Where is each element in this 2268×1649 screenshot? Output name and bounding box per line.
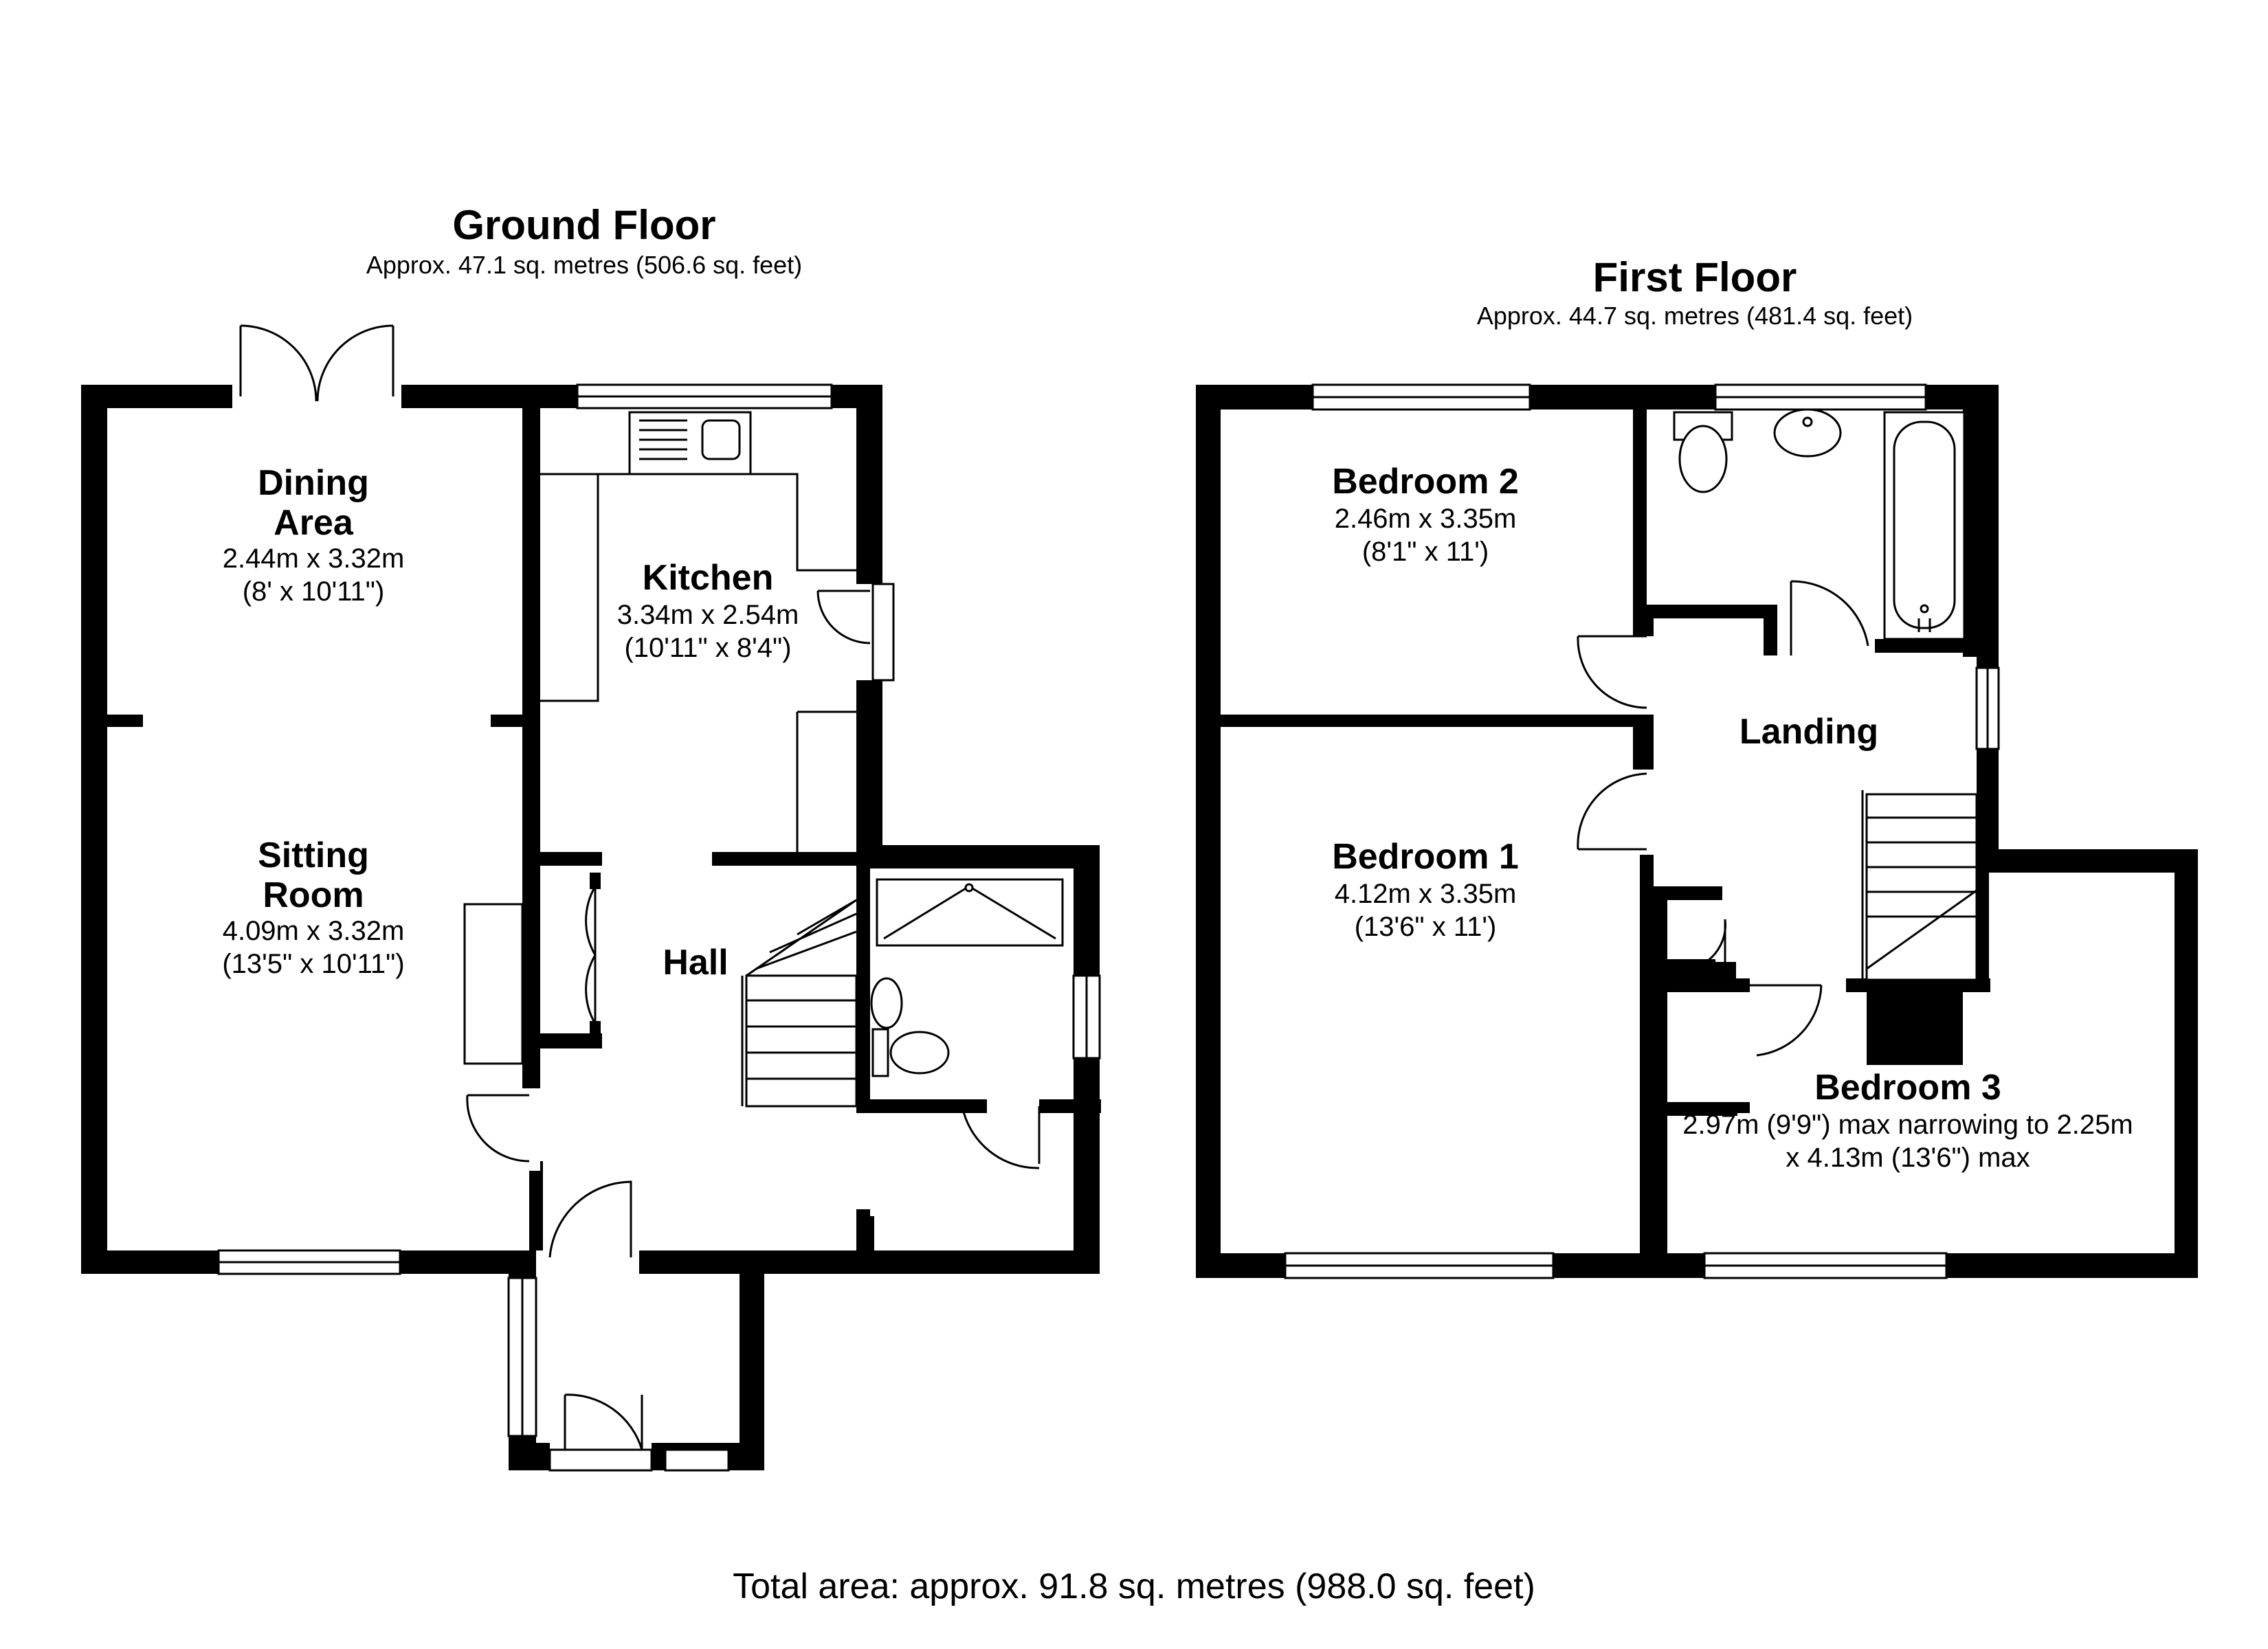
dining-area-dim-imperial: (8' x 10'11") bbox=[243, 576, 385, 607]
landing-bedroom3-partition bbox=[1654, 965, 1736, 1253]
ground-floor-title: Ground Floor bbox=[452, 202, 715, 248]
bedroom3-label: Bedroom 3 bbox=[1814, 1068, 2001, 1108]
bedroom1-dim-metric: 4.12m x 3.35m bbox=[1335, 879, 1517, 909]
first-floor-stairs bbox=[1861, 790, 1978, 1065]
ground-floor-plan: Ground Floor Approx. 47.1 sq. metres (50… bbox=[81, 202, 1101, 1472]
wc-basin bbox=[870, 977, 903, 1029]
kitchen-door bbox=[871, 583, 895, 682]
bedroom2-label: Bedroom 2 bbox=[1332, 462, 1519, 502]
kitchen-label: Kitchen bbox=[643, 558, 774, 598]
bedroom3-dim-line1: 2.97m (9'9") max narrowing to 2.25m bbox=[1682, 1110, 2133, 1140]
kitchen-dim-imperial: (10'11" x 8'4") bbox=[624, 633, 791, 663]
first-floor-area: Approx. 44.7 sq. metres (481.4 sq. feet) bbox=[1477, 302, 1913, 330]
porch-door bbox=[548, 1448, 653, 1472]
landing-lower-walls bbox=[1654, 886, 1990, 992]
kitchen-units bbox=[540, 411, 895, 859]
stairwell-void bbox=[1867, 989, 1963, 1065]
sitting-room-label-2: Room bbox=[263, 875, 364, 915]
dining-area-label-1: Dining bbox=[258, 463, 369, 503]
fireplace bbox=[463, 903, 524, 1065]
bedroom3-dim-line2: x 4.13m (13'6") max bbox=[1786, 1143, 2030, 1173]
front-door bbox=[537, 1180, 653, 1472]
wc-toilet bbox=[889, 1031, 950, 1075]
first-floor-title: First Floor bbox=[1593, 254, 1797, 300]
ground-floor-area: Approx. 47.1 sq. metres (506.6 sq. feet) bbox=[366, 251, 802, 279]
ground-stairs bbox=[741, 899, 858, 1108]
bathroom-fixtures bbox=[1673, 408, 1966, 640]
sitting-room-dim-imperial: (13'5" x 10'11") bbox=[222, 949, 404, 979]
bedroom1-label: Bedroom 1 bbox=[1332, 837, 1519, 877]
dining-area-dim-metric: 2.44m x 3.32m bbox=[223, 543, 405, 574]
bedroom2-dim-imperial: (8'1" x 11') bbox=[1362, 537, 1489, 567]
first-floor-doors bbox=[1577, 580, 1869, 1057]
ground-floor-walls bbox=[81, 385, 1101, 1470]
porch-small-window bbox=[664, 1448, 730, 1472]
toilet-bowl bbox=[1678, 425, 1728, 493]
kitchen-dim-metric: 3.34m x 2.54m bbox=[617, 600, 799, 630]
total-area: Total area: approx. 91.8 sq. metres (988… bbox=[733, 1567, 1535, 1606]
landing-label: Landing bbox=[1739, 712, 1878, 752]
hall-label: Hall bbox=[663, 943, 728, 983]
bedroom1-dim-imperial: (13'6" x 11') bbox=[1355, 912, 1497, 942]
sitting-room-door bbox=[466, 1088, 540, 1171]
cupboard-doors bbox=[585, 873, 601, 1037]
dining-area-label-2: Area bbox=[274, 503, 354, 543]
wc-fixtures bbox=[870, 878, 1064, 1169]
bedroom2-dim-metric: 2.46m x 3.35m bbox=[1335, 504, 1517, 534]
sitting-room-label-1: Sitting bbox=[258, 835, 369, 875]
sitting-room-dim-metric: 4.09m x 3.32m bbox=[223, 916, 405, 946]
bathroom-basin bbox=[1773, 408, 1842, 458]
french-doors bbox=[232, 324, 401, 408]
